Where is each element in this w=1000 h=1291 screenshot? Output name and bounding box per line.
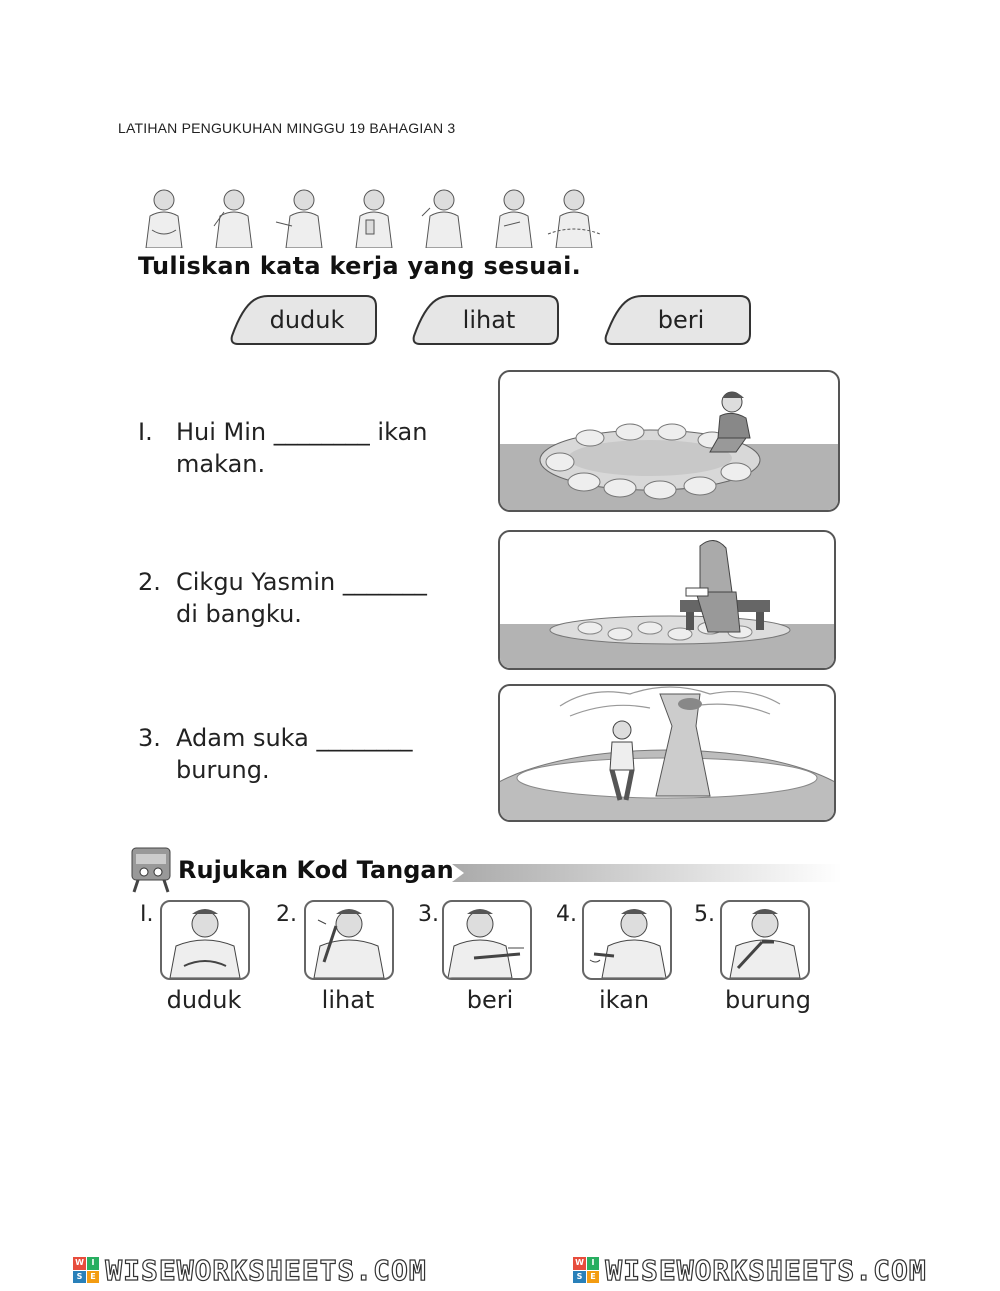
picture-girl-feeding-fish (498, 370, 840, 512)
logo-letter: S (573, 1270, 586, 1283)
wiseworksheets-logo-icon: W I S E (73, 1257, 100, 1283)
question-1: I. Hui Min ________ ikan makan. (138, 416, 427, 480)
watermark: W I S E WISEWORKSHEETS.COM (73, 1253, 427, 1287)
question-text: Adam suka ________ (176, 724, 413, 752)
picture-boy-under-tree (498, 684, 836, 822)
sign-word: duduk (166, 986, 242, 1014)
watermark-text: WISEWORKSHEETS.COM (605, 1253, 927, 1287)
logo-letter: E (86, 1270, 100, 1283)
question-number: 2. (138, 568, 161, 596)
picture-teacher-on-bench (498, 530, 836, 670)
word-choice-beri: beri (602, 294, 752, 346)
instruction-heading: Tuliskan kata kerja yang sesuai. (138, 252, 582, 280)
word-choice-label: beri (657, 306, 705, 334)
logo-letter: W (73, 1257, 86, 1270)
sign-word: burung (725, 986, 811, 1014)
book-mascot-icon (131, 847, 171, 893)
title-underline-bar (452, 864, 842, 882)
reference-number: 4. (556, 902, 577, 927)
sign-word: lihat (321, 986, 375, 1014)
reference-number: 2. (276, 902, 297, 927)
reference-number: 5. (694, 902, 715, 927)
question-2: 2. Cikgu Yasmin _______ di bangku. (138, 566, 427, 630)
logo-letter: E (586, 1270, 600, 1283)
watermark-footer: W I S E WISEWORKSHEETS.COM W I S E WISEW… (0, 1252, 1000, 1288)
logo-letter: I (86, 1257, 100, 1270)
question-text-continued: di bangku. (176, 600, 302, 628)
question-3: 3. Adam suka ________ burung. (138, 722, 412, 786)
question-text-continued: makan. (176, 450, 266, 478)
sign-card-beri (442, 900, 532, 980)
page-header: LATIHAN PENGUKUHAN MINGGU 19 BAHAGIAN 3 (118, 120, 456, 136)
logo-letter: S (73, 1270, 86, 1283)
word-choice-lihat: lihat (410, 294, 560, 346)
question-number: I. (138, 418, 153, 446)
sign-card-lihat (304, 900, 394, 980)
reference-number: I. (140, 902, 154, 927)
wiseworksheets-logo-icon: W I S E (573, 1257, 600, 1283)
question-text: Hui Min ________ ikan (176, 418, 428, 446)
sign-word: ikan (598, 986, 650, 1014)
question-text: Cikgu Yasmin _______ (176, 568, 427, 596)
watermark-text: WISEWORKSHEETS.COM (105, 1253, 427, 1287)
question-text-continued: burung. (176, 756, 270, 784)
sign-card-ikan (582, 900, 672, 980)
sign-card-duduk (160, 900, 250, 980)
reference-title: Rujukan Kod Tangan (178, 856, 454, 884)
question-number: 3. (138, 724, 161, 752)
word-choice-duduk: duduk (228, 294, 378, 346)
logo-letter: I (586, 1257, 600, 1270)
word-choice-label: duduk (269, 306, 345, 334)
reference-number: 3. (418, 902, 439, 927)
sign-card-burung (720, 900, 810, 980)
word-choice-label: lihat (462, 306, 516, 334)
logo-letter: W (573, 1257, 586, 1270)
sign-word: beri (466, 986, 514, 1014)
watermark: W I S E WISEWORKSHEETS.COM (573, 1253, 927, 1287)
sign-language-figures-illustration (145, 189, 601, 248)
